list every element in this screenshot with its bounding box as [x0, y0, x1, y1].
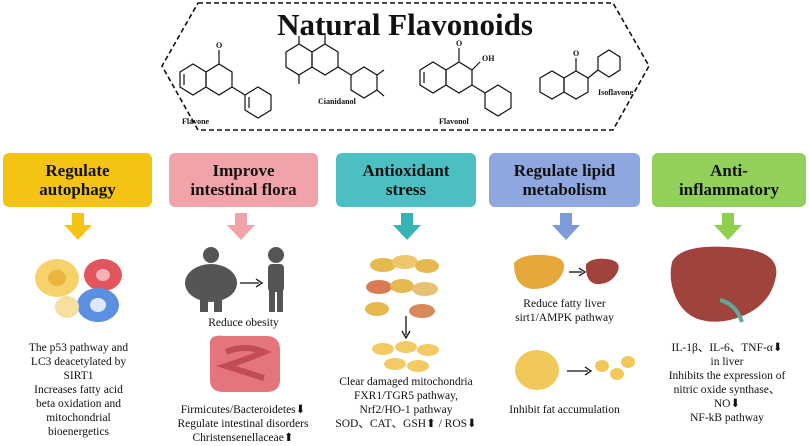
fatty-liver-illustration [514, 254, 619, 289]
liver-illustration [670, 246, 777, 323]
autophagy-cells [35, 259, 122, 322]
arrow-down-inflammatory [714, 213, 742, 240]
flavone-oxygen-label: O [216, 41, 223, 50]
flavone-structure [179, 50, 272, 119]
arrow-down-antioxidant [393, 213, 421, 240]
obesity-figures [185, 247, 284, 312]
autophagy-description: The p53 pathway and LC3 deacetylated by … [28, 342, 129, 438]
fatty-liver-text: Reduce fatty liver sirt1/AMPK pathway [515, 298, 614, 324]
intestine-illustration [210, 335, 280, 392]
isoflavone-oxygen-label: O [573, 49, 580, 58]
page-title: Natural Flavonoids [277, 7, 533, 42]
arrow-down-flora [227, 213, 255, 240]
flavonol-oxygen-label: O [456, 39, 463, 48]
flavone-label: Flavone [182, 117, 210, 126]
header-anti-inflammatory: Anti-inflammatory [652, 153, 806, 207]
anti-inflammatory-description: IL-1β、IL-6、TNF-α⬇ in liver Inhibits the … [668, 342, 786, 424]
isoflavone-structure [539, 49, 621, 100]
arrow-down-autophagy [64, 213, 92, 240]
fat-accumulation-illustration [515, 350, 635, 390]
arrow-down-lipid [552, 213, 580, 240]
fat-accumulation-text: Inhibit fat accumulation [509, 404, 620, 416]
reduce-obesity-text: Reduce obesity [208, 317, 279, 329]
flavonol-hydroxyl-label: OH [482, 54, 495, 63]
mitochondria-illustration [365, 255, 439, 372]
intestinal-flora-description: Firmicutes/Bacteroidetes⬇ Regulate intes… [177, 404, 309, 444]
flavonol-structure [419, 48, 512, 117]
cianidanol-structure [285, 33, 385, 99]
flavonol-label: Flavonol [439, 117, 469, 126]
down-arrows [64, 213, 742, 240]
cianidanol-label: Cianidanol [318, 97, 356, 106]
isoflavone-label: Isoflavone [598, 88, 634, 97]
antioxidant-description: Clear damaged mitochondria FXR1/TGR5 pat… [335, 376, 477, 430]
